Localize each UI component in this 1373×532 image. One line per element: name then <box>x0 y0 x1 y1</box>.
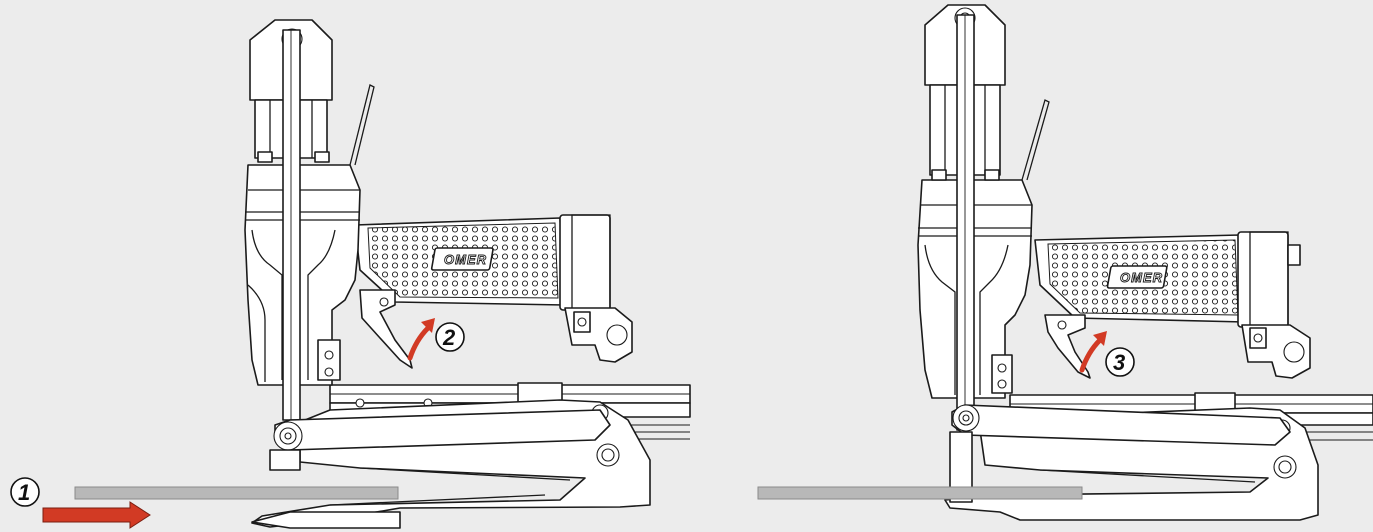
body-housing-left <box>244 164 361 386</box>
brand-logo-left: OMER <box>444 252 487 267</box>
cylinder-head-right <box>924 4 1050 181</box>
push-rod-right <box>956 14 975 431</box>
cylinder-head-left <box>249 19 375 166</box>
handle-left: OMER <box>354 214 633 363</box>
trigger-right <box>1044 314 1091 379</box>
curved-up-arrow-icon <box>1079 331 1107 373</box>
linkage-arm-left <box>269 409 611 471</box>
step-3-marker: 3 <box>1105 347 1135 377</box>
stapler-tool-left: OMER <box>244 19 691 529</box>
push-rod-left <box>282 29 301 421</box>
step-3-number: 3 <box>1113 350 1125 375</box>
brand-logo-right: OMER <box>1120 270 1163 285</box>
nozzle-tip-left <box>251 511 401 529</box>
linkage-arm-right <box>949 404 1291 503</box>
step-1-number: 1 <box>18 480 30 505</box>
handle-right: OMER <box>1034 231 1311 379</box>
stapler-tool-right: OMER <box>917 4 1373 521</box>
step-2-number: 2 <box>442 325 456 350</box>
workpiece-left <box>74 486 399 500</box>
curved-up-arrow-icon <box>407 318 435 361</box>
body-housing-right <box>917 179 1033 399</box>
workpiece-right <box>757 486 1083 500</box>
step-2-marker: 2 <box>435 322 465 352</box>
step-1-marker: 1 <box>10 477 40 507</box>
right-arrow-icon <box>42 501 151 529</box>
